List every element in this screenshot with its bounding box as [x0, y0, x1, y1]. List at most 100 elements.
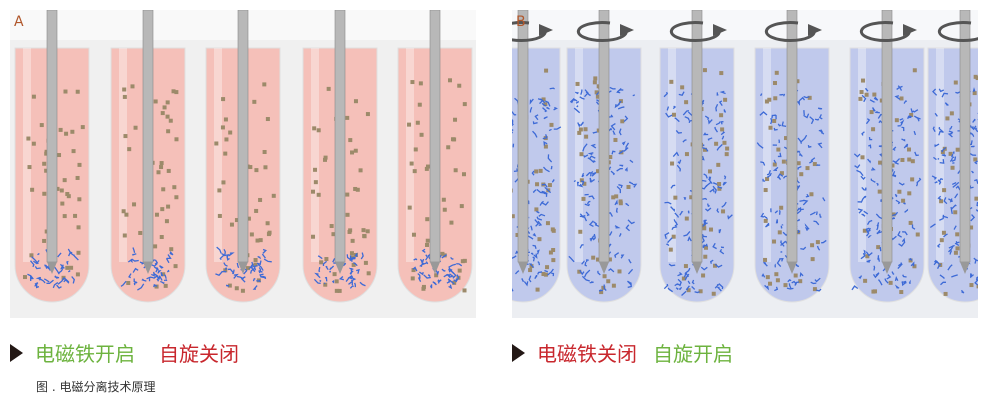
magnetic-bead [66, 194, 71, 199]
biomolecule [578, 183, 584, 188]
biomolecule [37, 252, 40, 256]
magnetic-bead [332, 272, 337, 277]
biomolecule [537, 98, 546, 104]
biomolecule [953, 225, 957, 230]
biomolecule [809, 116, 815, 125]
magnetic-bead [784, 136, 789, 141]
biomolecule [581, 275, 590, 282]
biomolecule [160, 272, 164, 277]
magnetic-bead [717, 182, 722, 187]
magnetic-bead [366, 271, 371, 276]
figure-caption: 图 . 电磁分离技术原理 [36, 380, 156, 394]
biomolecule [160, 280, 165, 285]
magnetic-bead [581, 196, 586, 201]
biomolecule [318, 266, 321, 273]
magnetic-bead [707, 169, 712, 174]
magnetic-bead [812, 287, 817, 292]
magnetic-bead [872, 92, 877, 97]
biomolecule [137, 283, 145, 291]
biomolecule [974, 127, 978, 133]
biomolecule [608, 268, 615, 273]
biomolecule [863, 249, 866, 255]
magnetic-bead [777, 230, 782, 235]
biomolecule [548, 128, 552, 132]
biomolecule [804, 223, 810, 230]
biomolecule [45, 264, 50, 270]
biomolecule [550, 165, 553, 170]
magnetic-bead [972, 91, 977, 96]
biomolecule [532, 233, 537, 237]
magnetic-rod [881, 10, 893, 263]
biomolecule [421, 248, 426, 253]
biomolecule [709, 188, 715, 193]
biomolecule [597, 270, 601, 276]
biomolecule [900, 119, 905, 126]
rod-tip [882, 262, 892, 274]
biomolecule [941, 92, 949, 98]
magnetic-bead [42, 238, 47, 243]
biomolecule [897, 231, 902, 238]
magnetic-bead [908, 258, 913, 263]
biomolecule [580, 121, 584, 127]
magnetic-bead [355, 187, 360, 192]
biomolecule [875, 213, 883, 220]
biomolecule [614, 225, 621, 229]
biomolecule [871, 167, 876, 171]
biomolecule [260, 275, 266, 279]
magnetic-bead [224, 137, 229, 142]
magnetic-bead [457, 83, 462, 88]
biomolecule [537, 220, 543, 226]
biomolecule [432, 281, 437, 286]
biomolecule [863, 210, 869, 215]
biomolecule [589, 281, 594, 284]
biomolecule [817, 142, 823, 149]
biomolecule [536, 188, 545, 194]
magnetic-bead [601, 285, 606, 290]
magnetic-bead [362, 234, 367, 239]
magnetic-bead [683, 264, 688, 269]
magnetic-bead [160, 207, 165, 212]
magnetic-bead [424, 166, 429, 171]
biomolecule [534, 274, 538, 280]
biomolecule [342, 262, 347, 267]
biomolecule [60, 264, 64, 270]
magnetic-bead [44, 168, 49, 173]
biomolecule [720, 246, 724, 249]
magnetic-bead [254, 168, 259, 173]
magnetic-bead [912, 264, 917, 269]
biomolecule [783, 93, 786, 97]
biomolecule [970, 273, 974, 279]
biomolecule [877, 279, 883, 286]
rod-tip [335, 262, 345, 274]
biomolecule [325, 265, 329, 271]
magnetic-bead [942, 188, 947, 193]
biomolecule [853, 153, 861, 158]
magnetic-bead [583, 127, 588, 132]
biomolecule [795, 264, 800, 268]
biomolecule [166, 254, 172, 260]
magnetic-bead [331, 232, 336, 237]
biomolecule [679, 211, 684, 216]
magnetic-bead [417, 102, 422, 107]
magnetic-bead [910, 177, 915, 182]
magnetic-bead [221, 97, 226, 102]
biomolecule [819, 130, 825, 135]
biomolecule [621, 141, 626, 146]
biomolecule [155, 267, 159, 273]
biomolecule [814, 118, 820, 121]
biomolecule [951, 204, 957, 210]
biomolecule [950, 206, 953, 215]
biomolecule [338, 275, 344, 281]
magnetic-bead [27, 165, 32, 170]
tube-highlight [23, 48, 31, 262]
biomolecule [798, 96, 806, 102]
rotation-arrow-icon [764, 21, 816, 43]
biomolecule [813, 220, 820, 226]
biomolecule [817, 107, 823, 110]
magnetic-bead [901, 198, 906, 203]
magnetic-bead [955, 246, 960, 251]
biomolecule [536, 249, 540, 255]
magnetic-bead [123, 134, 128, 139]
biomolecule [617, 106, 625, 110]
magnetic-bead [859, 90, 864, 95]
